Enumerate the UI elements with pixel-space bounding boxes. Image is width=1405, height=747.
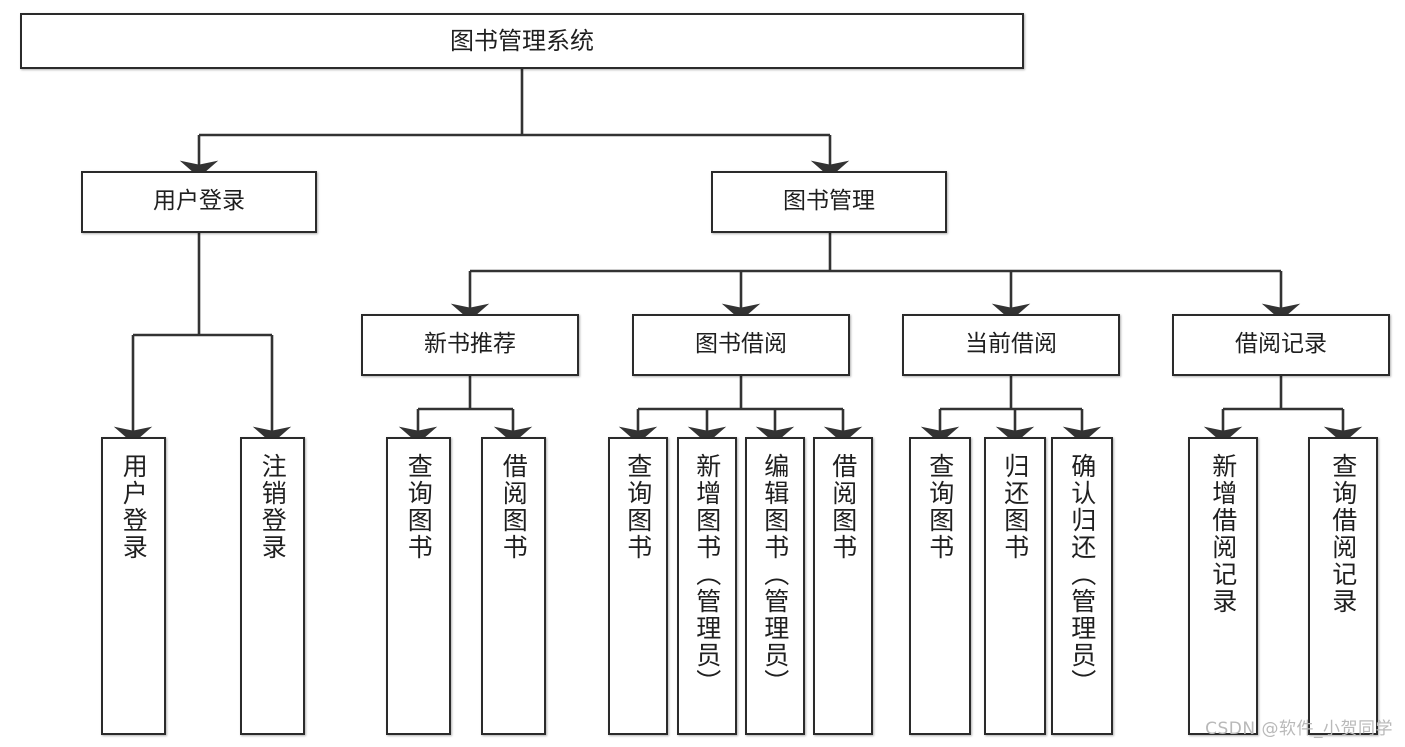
node-leaf-query-record[interactable]: 查询借阅记录 bbox=[1308, 437, 1378, 735]
node-leaf-borrow-book-2[interactable]: 借阅图书 bbox=[813, 437, 873, 735]
node-new-book-recommend[interactable]: 新书推荐 bbox=[361, 314, 579, 376]
node-book-borrow-label: 图书借阅 bbox=[695, 331, 787, 358]
node-book-borrow[interactable]: 图书借阅 bbox=[632, 314, 850, 376]
node-book-management-label: 图书管理 bbox=[783, 188, 875, 215]
node-book-management[interactable]: 图书管理 bbox=[711, 171, 947, 233]
node-leaf-edit-book-label: 编辑图书（管理员） bbox=[760, 453, 790, 696]
node-leaf-add-book[interactable]: 新增图书（管理员） bbox=[677, 437, 737, 735]
node-leaf-return-book-label: 归还图书 bbox=[1000, 453, 1030, 561]
node-leaf-confirm-return-label: 确认归还（管理员） bbox=[1067, 453, 1097, 696]
node-leaf-return-book[interactable]: 归还图书 bbox=[984, 437, 1046, 735]
node-leaf-add-record[interactable]: 新增借阅记录 bbox=[1188, 437, 1258, 735]
node-leaf-query-book-1[interactable]: 查询图书 bbox=[386, 437, 451, 735]
node-leaf-query-book-3[interactable]: 查询图书 bbox=[909, 437, 971, 735]
node-user-login-label: 用户登录 bbox=[153, 188, 245, 215]
node-leaf-add-book-label: 新增图书（管理员） bbox=[692, 453, 722, 696]
node-borrow-record[interactable]: 借阅记录 bbox=[1172, 314, 1390, 376]
node-current-borrow[interactable]: 当前借阅 bbox=[902, 314, 1120, 376]
node-leaf-query-record-label: 查询借阅记录 bbox=[1328, 453, 1358, 615]
node-leaf-user-logout-label: 注销登录 bbox=[258, 453, 288, 561]
node-borrow-record-label: 借阅记录 bbox=[1235, 331, 1327, 358]
node-leaf-query-book-1-label: 查询图书 bbox=[404, 453, 434, 561]
node-current-borrow-label: 当前借阅 bbox=[965, 331, 1057, 358]
node-leaf-borrow-book-1-label: 借阅图书 bbox=[499, 453, 529, 561]
node-leaf-query-book-3-label: 查询图书 bbox=[925, 453, 955, 561]
csdn-watermark: CSDN @软件_小贺同学 bbox=[1205, 719, 1393, 739]
node-root[interactable]: 图书管理系统 bbox=[20, 13, 1024, 69]
node-user-login[interactable]: 用户登录 bbox=[81, 171, 317, 233]
node-leaf-query-book-2-label: 查询图书 bbox=[623, 453, 653, 561]
node-leaf-query-book-2[interactable]: 查询图书 bbox=[608, 437, 668, 735]
node-leaf-add-record-label: 新增借阅记录 bbox=[1208, 453, 1238, 615]
node-leaf-user-login[interactable]: 用户登录 bbox=[101, 437, 166, 735]
node-leaf-borrow-book-1[interactable]: 借阅图书 bbox=[481, 437, 546, 735]
node-new-book-recommend-label: 新书推荐 bbox=[424, 331, 516, 358]
node-leaf-user-logout[interactable]: 注销登录 bbox=[240, 437, 305, 735]
node-leaf-edit-book[interactable]: 编辑图书（管理员） bbox=[745, 437, 805, 735]
node-root-label: 图书管理系统 bbox=[450, 26, 594, 55]
node-leaf-user-login-label: 用户登录 bbox=[119, 453, 149, 561]
node-leaf-confirm-return[interactable]: 确认归还（管理员） bbox=[1051, 437, 1113, 735]
node-leaf-borrow-book-2-label: 借阅图书 bbox=[828, 453, 858, 561]
